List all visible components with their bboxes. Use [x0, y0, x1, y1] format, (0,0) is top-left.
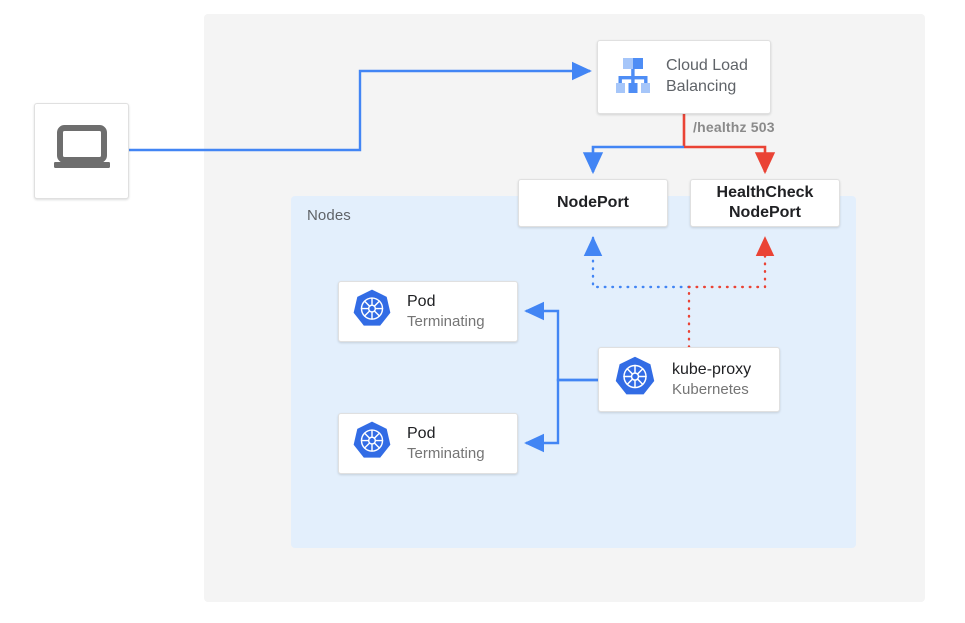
kube-proxy-subtitle: Kubernetes: [672, 380, 749, 398]
kube-proxy-card[interactable]: kube-proxy Kubernetes: [598, 347, 780, 412]
load-balancer-title-line1: Cloud Load: [666, 57, 748, 75]
kubernetes-icon: [613, 355, 657, 404]
pod-1-title: Pod: [407, 292, 436, 310]
pod-2-status: Terminating: [407, 444, 485, 462]
nodeport-card[interactable]: NodePort: [518, 179, 668, 227]
pod-2-title: Pod: [407, 424, 436, 442]
load-balancer-title-line2: Balancing: [666, 78, 737, 95]
nodes-panel-label: Nodes: [307, 207, 351, 224]
kubernetes-icon: [351, 288, 393, 335]
client-card[interactable]: [34, 103, 129, 199]
cloud-load-balancing-icon: [609, 52, 655, 103]
pod-card-1[interactable]: Pod Terminating: [338, 281, 518, 342]
healthcheck-nodeport-card[interactable]: HealthCheck NodePort: [690, 179, 840, 227]
nodeport-label: NodePort: [557, 194, 629, 212]
healthcheck-nodeport-label-line1: HealthCheck: [716, 184, 814, 202]
kube-proxy-title: kube-proxy: [672, 360, 752, 378]
healthz-status-label: /healthz 503: [693, 119, 775, 135]
healthcheck-nodeport-label-line2: NodePort: [728, 204, 801, 221]
kubernetes-icon: [351, 420, 393, 467]
pod-1-status: Terminating: [407, 312, 485, 330]
cloud-load-balancing-card[interactable]: Cloud Load Balancing: [597, 40, 771, 114]
laptop-icon: [51, 124, 113, 179]
pod-card-2[interactable]: Pod Terminating: [338, 413, 518, 474]
